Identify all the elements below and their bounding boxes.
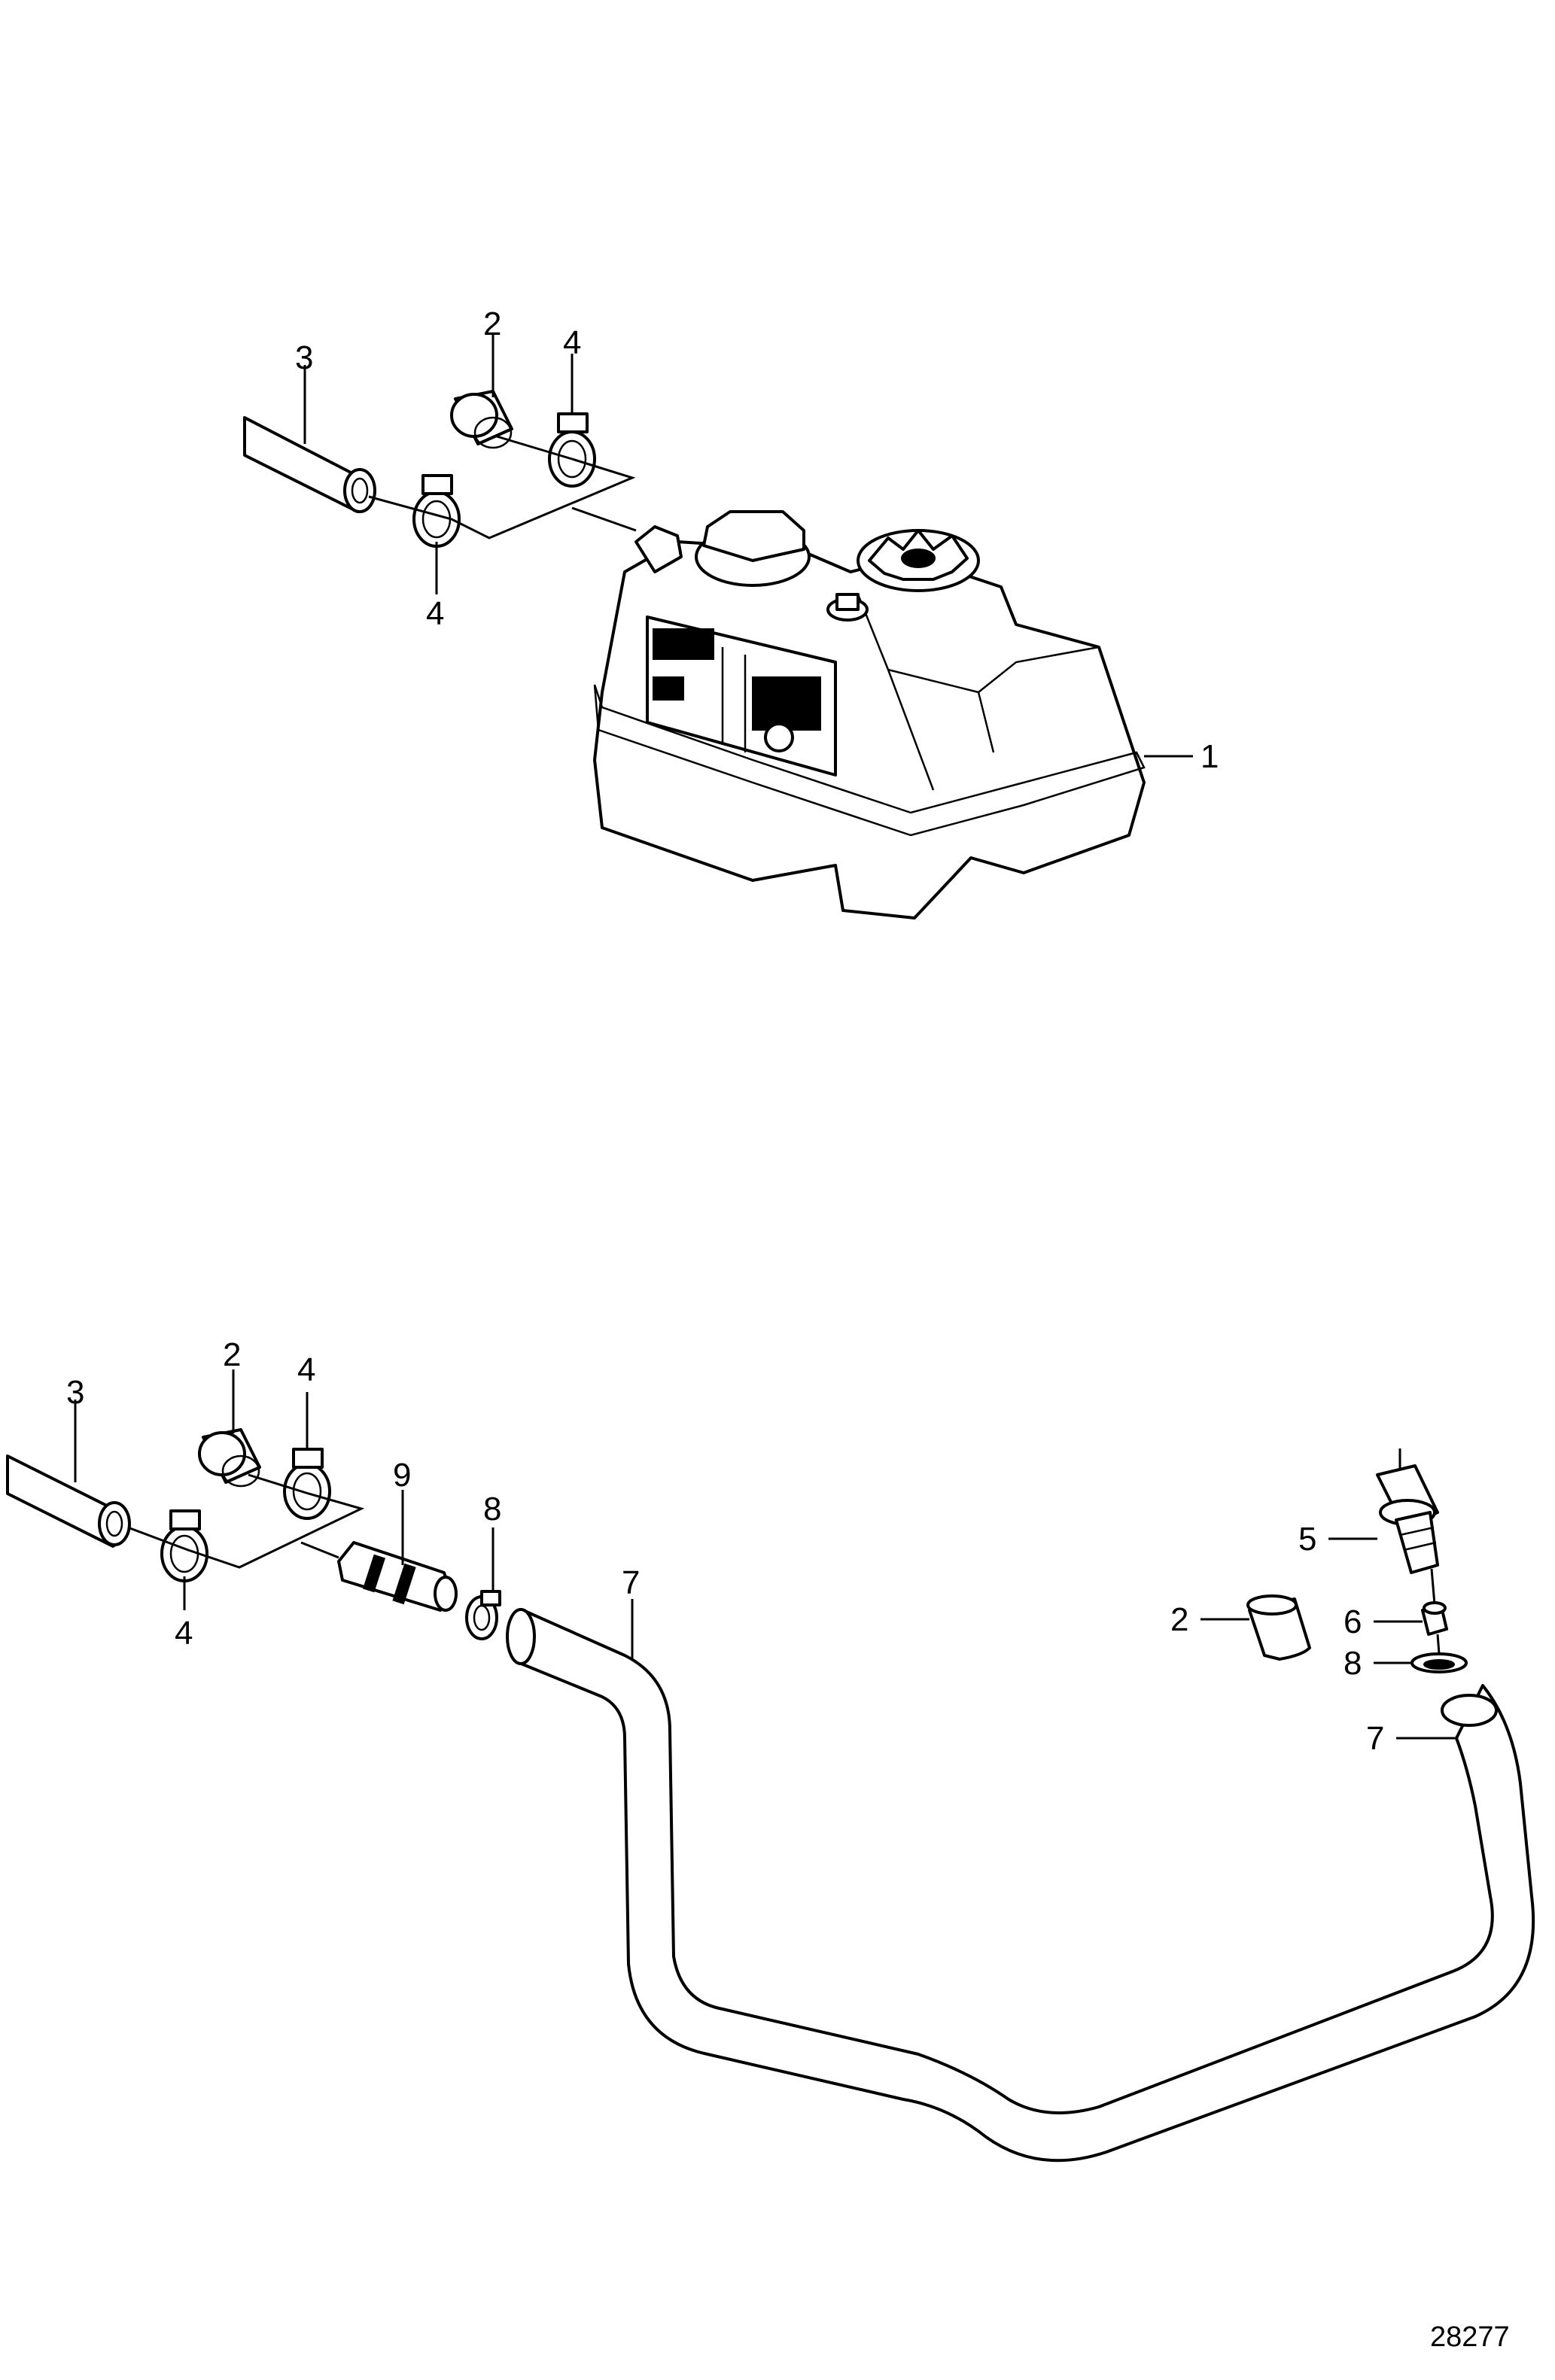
callout-2-lower-left: 2 [223, 1336, 241, 1373]
clamp-lower-top [283, 1448, 331, 1520]
callout-4-bottom: 4 [426, 595, 444, 632]
callout-2: 2 [483, 305, 501, 342]
clamp-8-left [465, 1590, 501, 1640]
reservoir-tank [593, 510, 1146, 919]
hose-upper [243, 416, 376, 513]
hose-lower-left [6, 1454, 131, 1548]
adapter-6 [1421, 1601, 1448, 1636]
callout-8-right: 8 [1344, 1645, 1362, 1682]
callout-4-lower-top: 4 [297, 1351, 315, 1388]
upper-assembly: 1 3 2 4 4 [243, 305, 1219, 919]
clamp-8-right [1410, 1652, 1468, 1673]
connector-9 [337, 1541, 458, 1612]
callout-4-lower-bottom: 4 [175, 1615, 193, 1652]
clamp-lower-bottom [160, 1509, 208, 1582]
lower-assembly: 3 2 4 4 [6, 1336, 1535, 2163]
plug-lower-right [1246, 1594, 1311, 1661]
callout-3-lower: 3 [66, 1374, 84, 1411]
sensor-5 [1376, 1448, 1439, 1574]
callout-3: 3 [295, 339, 313, 376]
callout-6: 6 [1344, 1603, 1362, 1640]
figure-number: 28277 [1430, 2321, 1510, 2353]
callout-7-right: 7 [1366, 1720, 1384, 1757]
plug-upper [450, 390, 513, 449]
callout-5: 5 [1298, 1521, 1316, 1558]
plug-lower-left [198, 1428, 261, 1488]
clamp-upper-top [548, 412, 596, 488]
callout-2-lower-right: 2 [1170, 1601, 1188, 1638]
callout-9: 9 [393, 1457, 411, 1494]
callout-7-left: 7 [622, 1564, 640, 1601]
hose-long [506, 1608, 1535, 2163]
callout-8-left: 8 [483, 1491, 501, 1527]
callout-1: 1 [1200, 738, 1219, 775]
callout-4-top: 4 [563, 324, 581, 361]
